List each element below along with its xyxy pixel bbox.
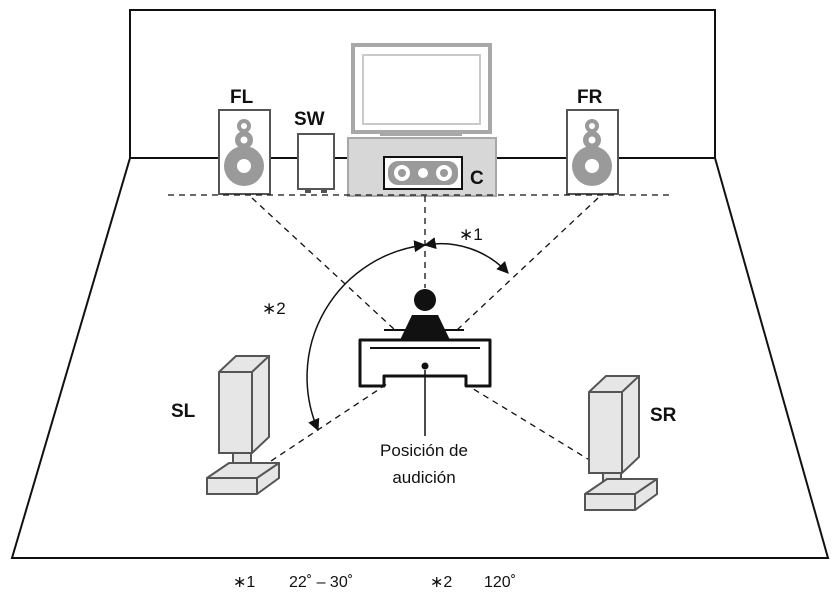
surround-right-speaker	[584, 375, 658, 511]
sr-line	[461, 381, 602, 468]
sl-line	[261, 381, 391, 468]
surround-left-speaker	[206, 355, 280, 495]
angle-label-2: ∗2	[262, 299, 286, 318]
legend-value-2: 120˚	[484, 574, 516, 591]
listening-seat	[358, 338, 492, 436]
legend-value-1: 22˚ – 30˚	[289, 574, 353, 591]
legend-mark-2: ∗2	[430, 574, 452, 591]
angle-arcs	[306, 237, 509, 432]
label-sl: SL	[171, 401, 196, 422]
legend-mark-1: ∗1	[233, 574, 255, 591]
tv	[351, 43, 492, 136]
angle-arc-2	[306, 240, 427, 432]
angle-label-1: ∗1	[459, 225, 483, 244]
listening-position-line-1: Posición de	[380, 441, 468, 460]
back-wall	[129, 9, 716, 158]
front-left-speaker	[218, 109, 271, 195]
subwoofer	[297, 133, 335, 193]
front-right-speaker	[566, 109, 619, 195]
fr-line	[456, 197, 599, 331]
legend: ∗1 22˚ – 30˚ ∗2 120˚	[233, 574, 516, 591]
listener	[384, 289, 464, 340]
label-sr: SR	[650, 405, 677, 426]
label-fr: FR	[577, 87, 603, 108]
center-speaker	[383, 156, 463, 190]
label-c: C	[470, 168, 484, 189]
label-sw: SW	[294, 109, 325, 130]
floor	[10, 157, 830, 559]
angle-arc-1	[423, 237, 509, 274]
listening-position-line-2: audición	[392, 468, 455, 487]
label-fl: FL	[230, 87, 254, 108]
